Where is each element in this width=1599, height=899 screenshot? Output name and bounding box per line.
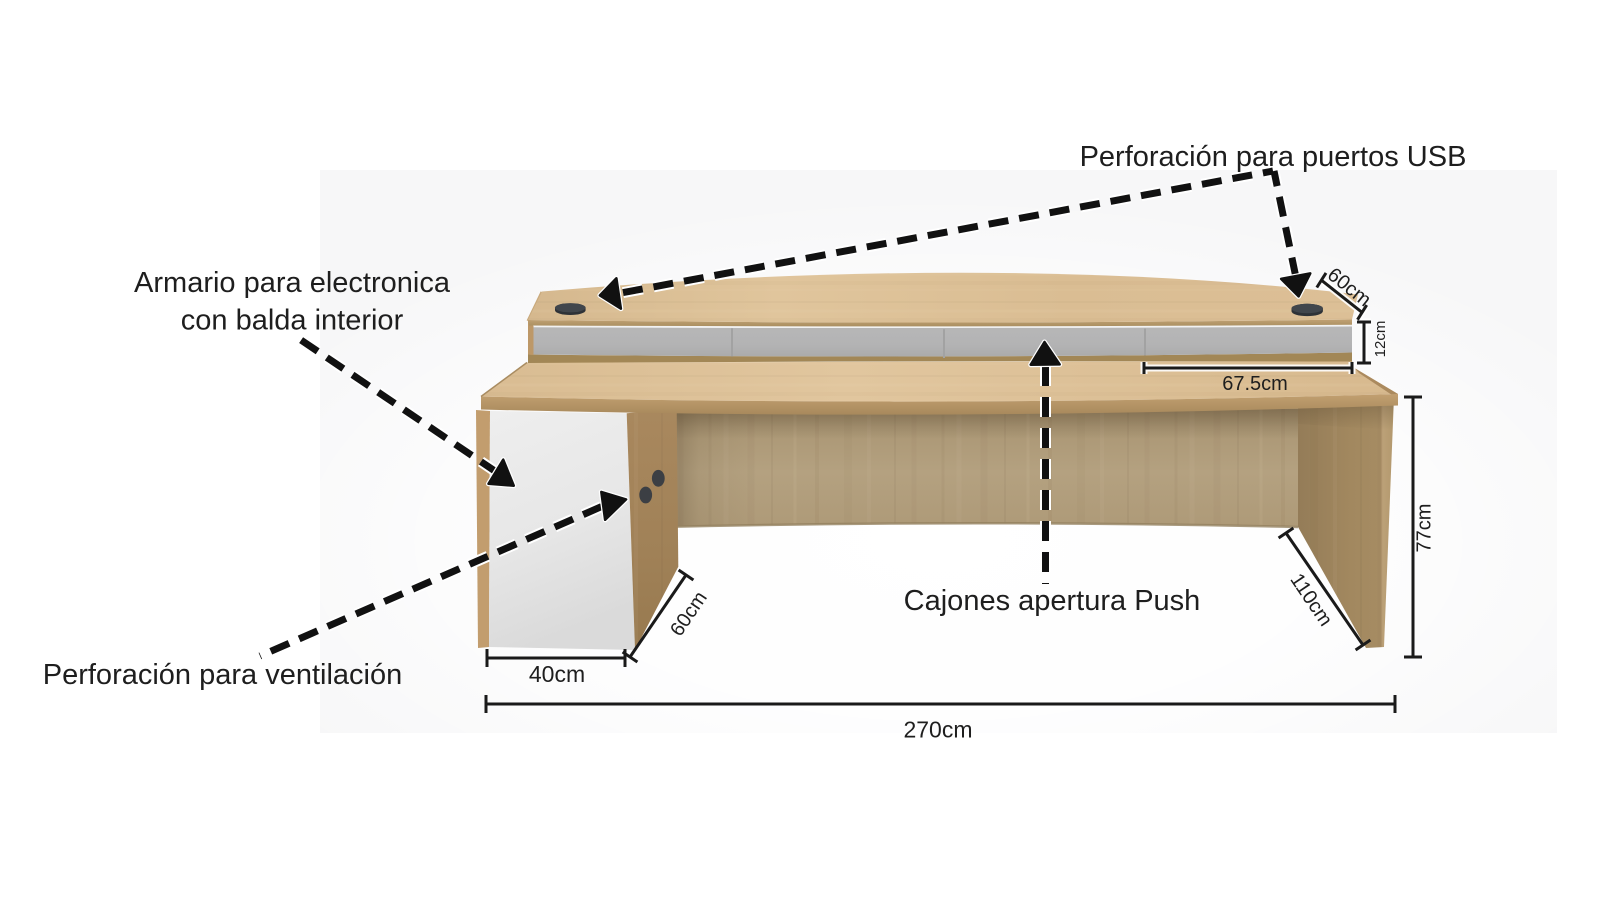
svg-text:con balda interior: con balda interior bbox=[181, 305, 404, 337]
svg-text:Armario para electronica: Armario para electronica bbox=[134, 267, 451, 299]
svg-text:Perforación para puertos USB: Perforación para puertos USB bbox=[1080, 141, 1467, 173]
svg-text:67.5cm: 67.5cm bbox=[1222, 373, 1288, 395]
svg-text:Cajones apertura Push: Cajones apertura Push bbox=[904, 585, 1201, 617]
svg-text:12cm: 12cm bbox=[1372, 321, 1389, 358]
svg-text:270cm: 270cm bbox=[903, 717, 972, 743]
svg-text:40cm: 40cm bbox=[529, 661, 585, 687]
svg-text:77cm: 77cm bbox=[1414, 504, 1436, 553]
svg-text:Perforación para ventilación: Perforación para ventilación bbox=[43, 659, 402, 691]
